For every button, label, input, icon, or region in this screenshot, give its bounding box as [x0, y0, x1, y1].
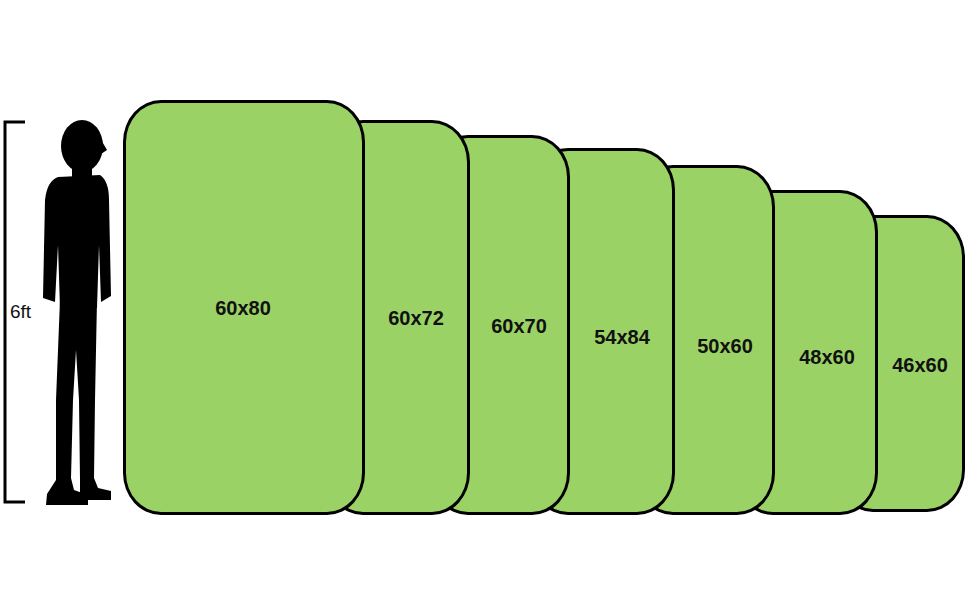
size-label: 46x60	[892, 354, 948, 376]
height-label: 6ft	[10, 301, 31, 323]
size-label: 60x80	[215, 297, 271, 319]
person-silhouette	[43, 120, 111, 505]
size-label: 60x70	[491, 315, 547, 337]
size-label: 48x60	[799, 346, 855, 368]
size-label: 60x72	[388, 307, 444, 329]
size-label: 54x84	[594, 326, 650, 348]
size-label: 50x60	[697, 335, 753, 357]
size-box: 60x80	[123, 100, 365, 515]
